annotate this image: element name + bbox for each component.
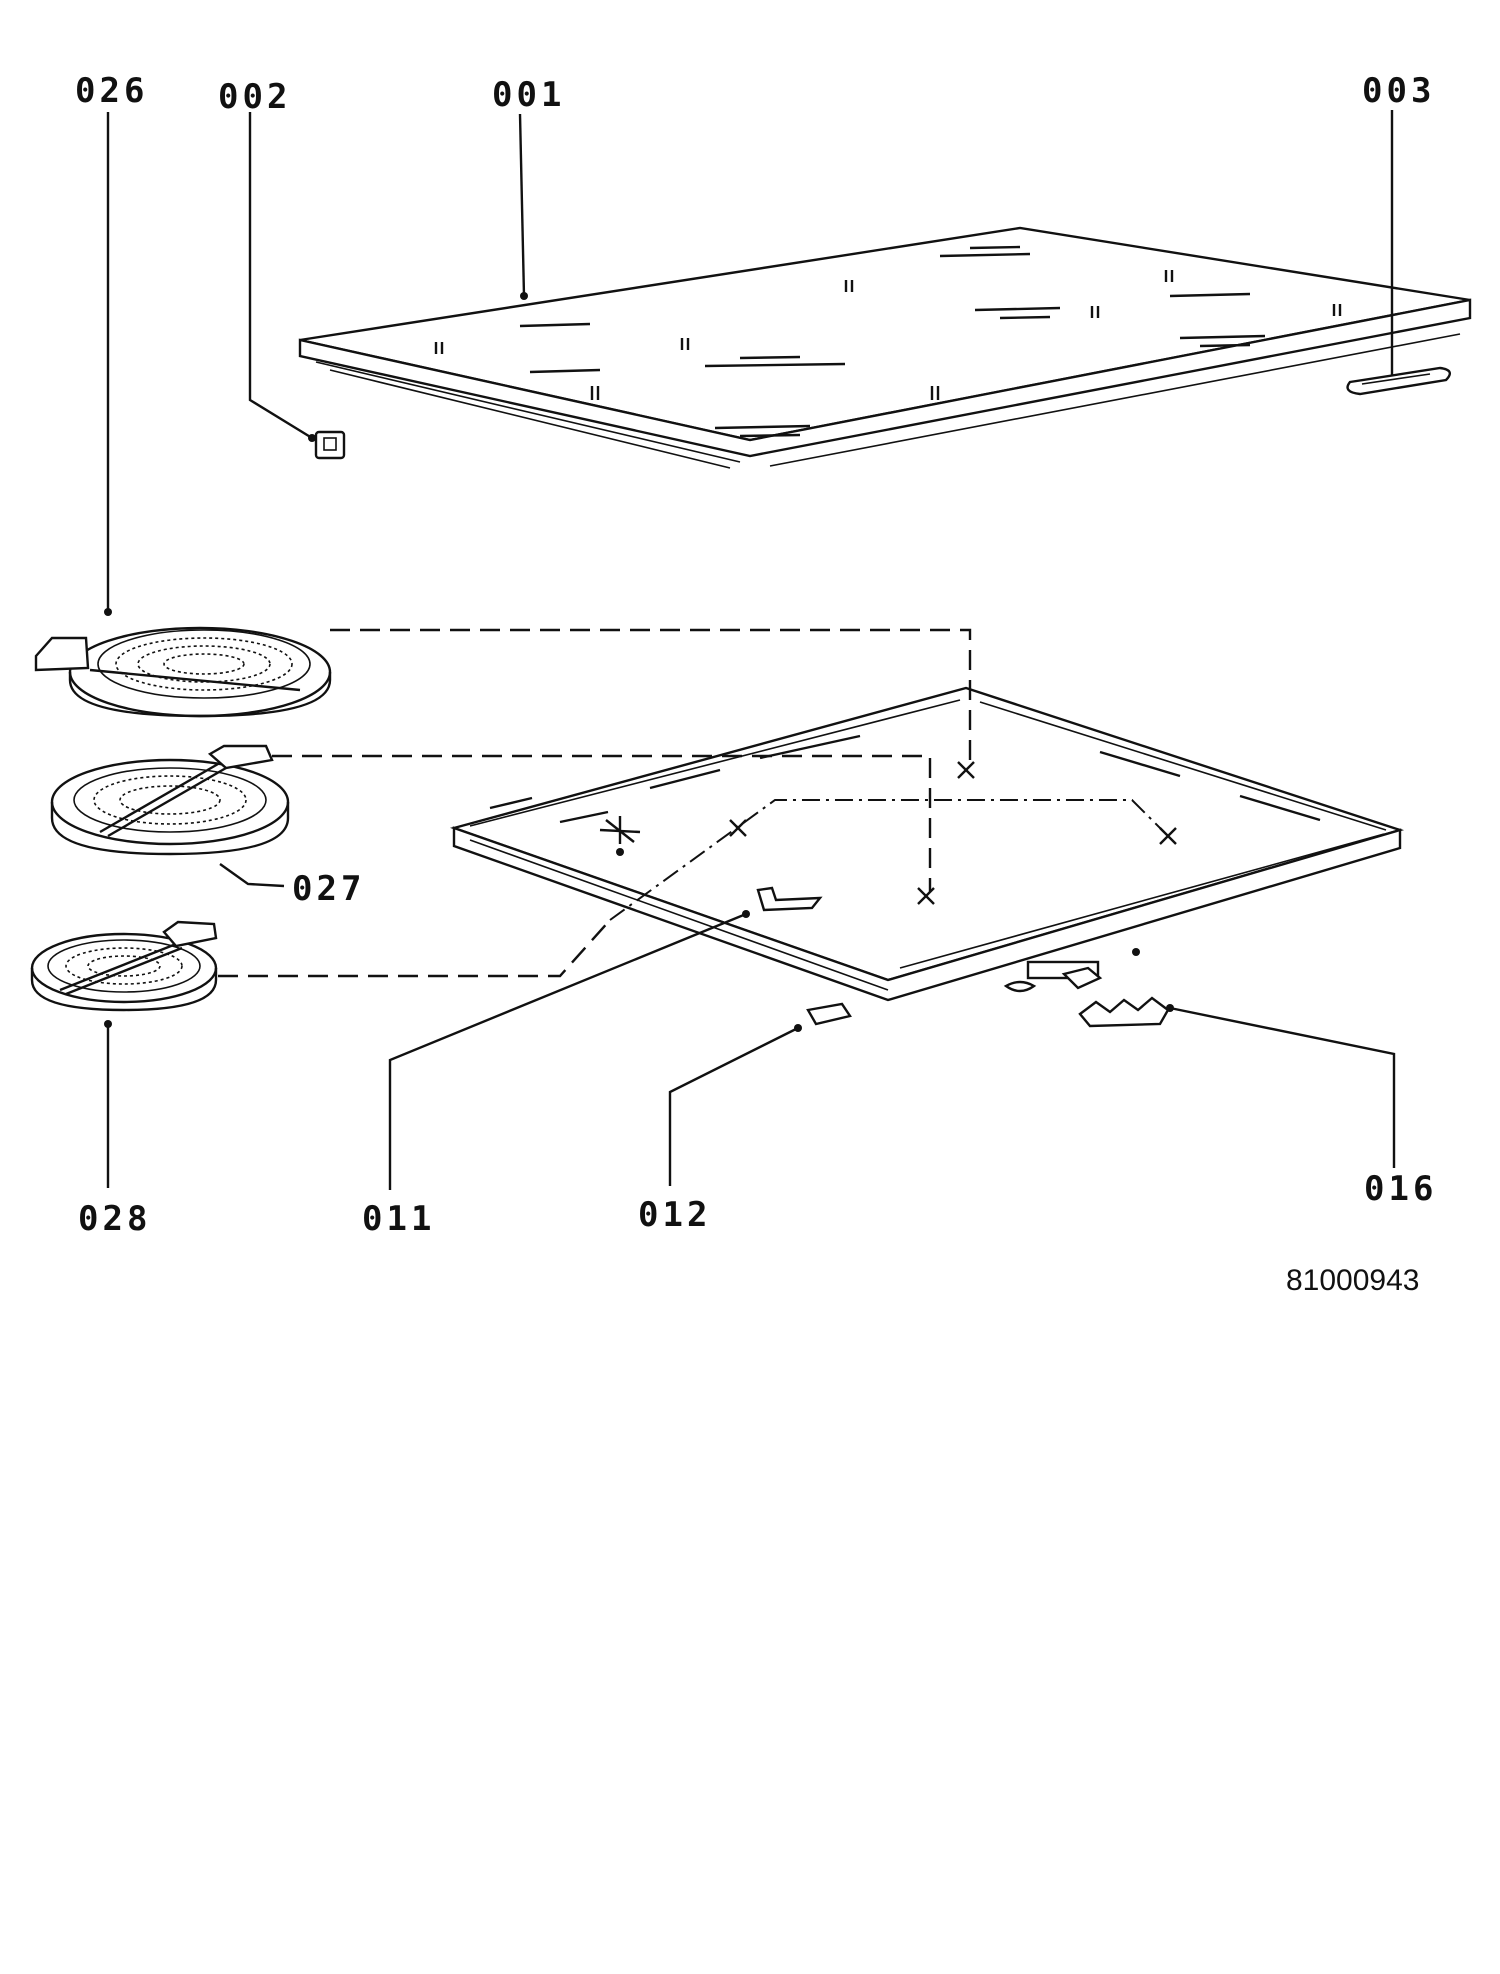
label-027: 027 <box>292 869 365 909</box>
drawing-number: 81000943 <box>1286 1264 1419 1297</box>
label-016: 016 <box>1364 1169 1437 1209</box>
label-003: 003 <box>1362 71 1435 111</box>
label-028: 028 <box>78 1199 151 1239</box>
bracket-003 <box>1346 366 1452 396</box>
label-002: 002 <box>218 77 291 117</box>
clip-002 <box>308 430 346 460</box>
connector-016 <box>1078 996 1174 1028</box>
glass-top-001 <box>298 226 1472 469</box>
label-011: 011 <box>362 1199 435 1239</box>
label-012: 012 <box>638 1195 711 1235</box>
frame-011 <box>449 686 1405 1002</box>
label-001: 001 <box>492 75 565 115</box>
heating-element-026 <box>34 608 332 718</box>
assembly-lines <box>218 628 1165 978</box>
heating-element-028 <box>30 920 218 1028</box>
label-026: 026 <box>75 71 148 111</box>
heating-element-027 <box>50 744 290 856</box>
leader-lines <box>106 110 1396 1190</box>
bracket-012 <box>794 1002 852 1032</box>
